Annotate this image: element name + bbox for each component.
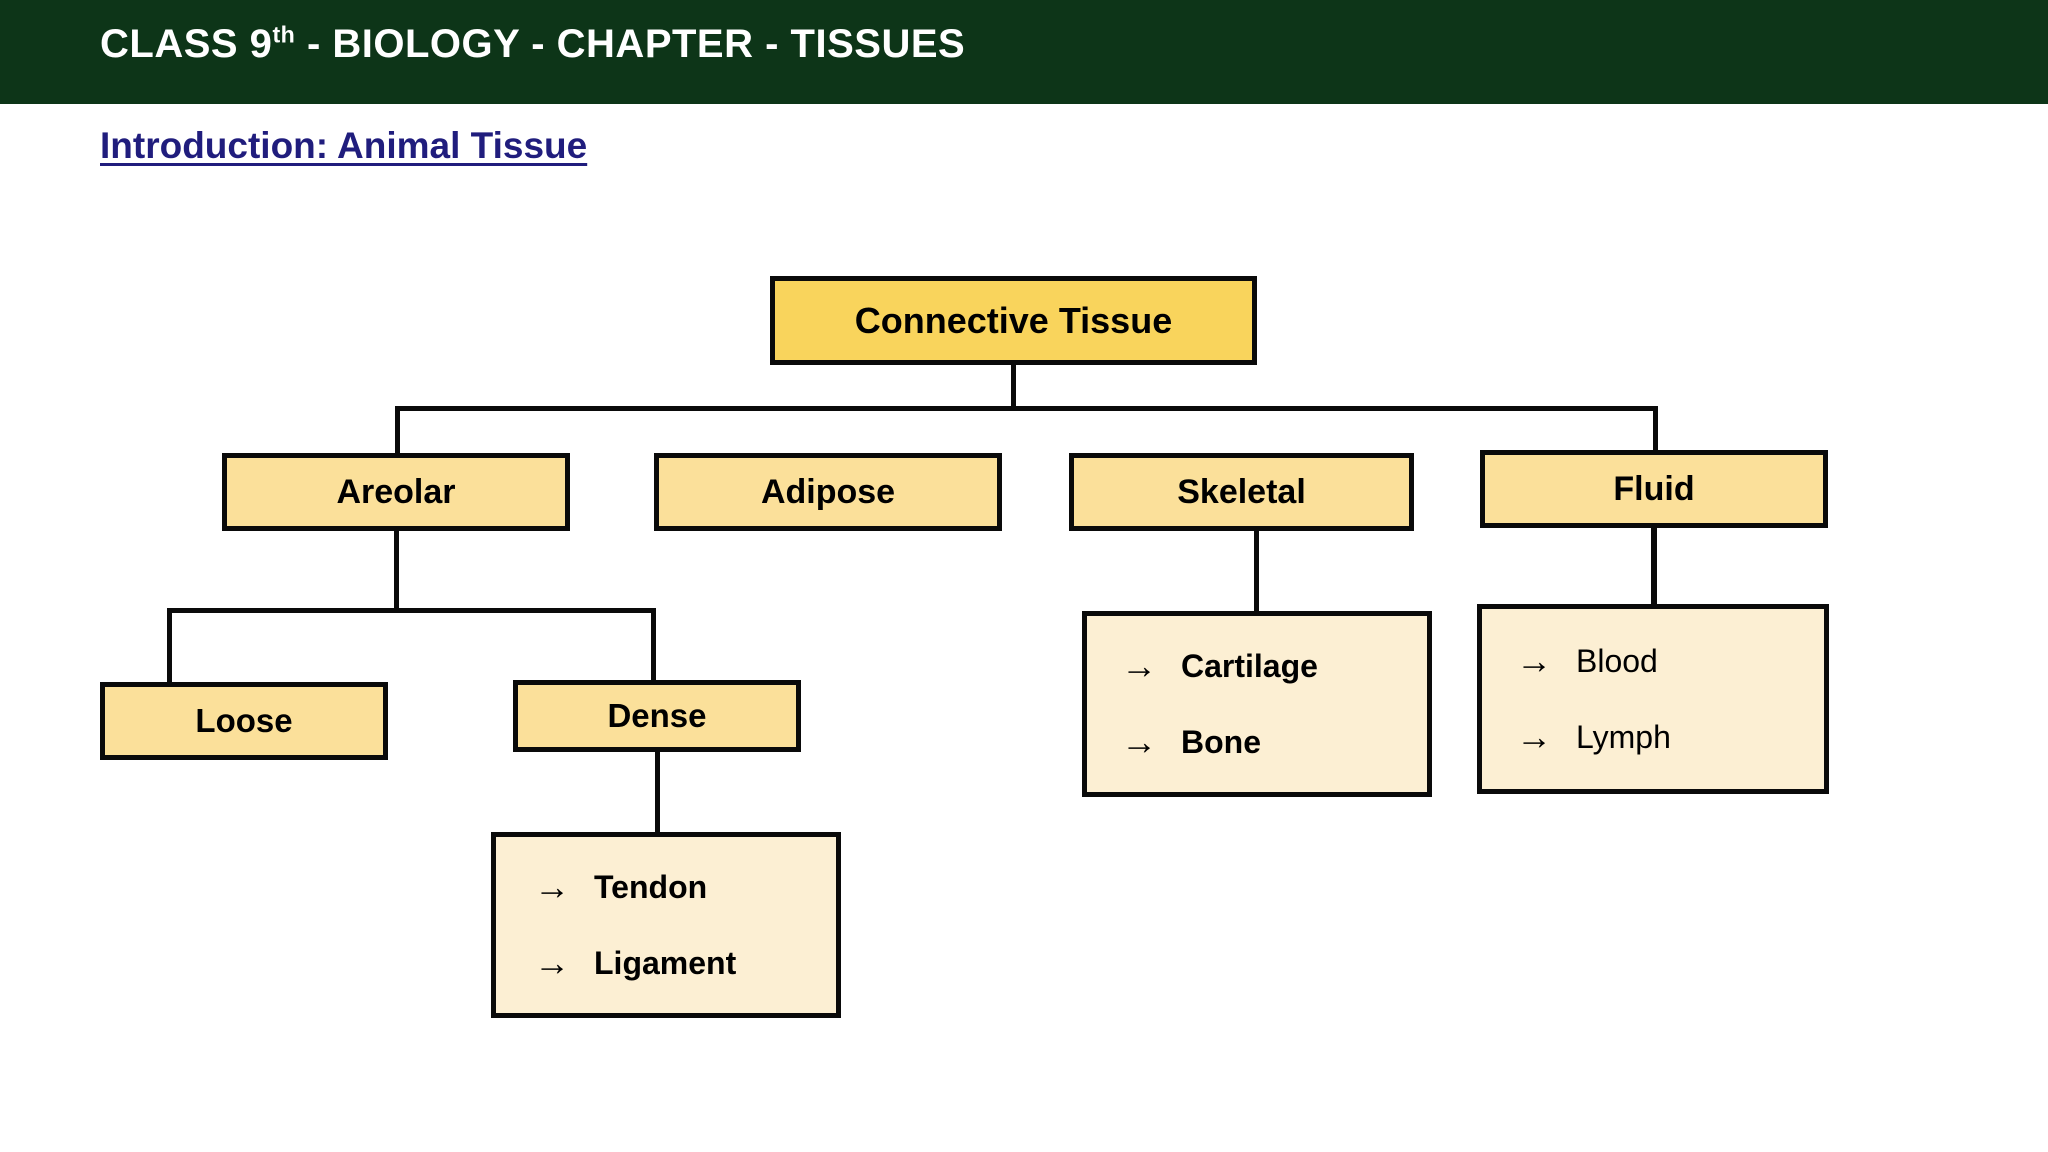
leafbox-dense-types[interactable]: → Tendon → Ligament bbox=[491, 832, 841, 1018]
node-areolar[interactable]: Areolar bbox=[222, 453, 570, 531]
section-heading: Introduction: Animal Tissue bbox=[100, 125, 588, 166]
node-label: Loose bbox=[195, 702, 293, 739]
leaf-label: Lymph bbox=[1576, 719, 1671, 755]
list-item: → Ligament bbox=[534, 945, 836, 981]
arrow-right-icon: → bbox=[1121, 721, 1157, 762]
connector-dense-to-leafbox bbox=[655, 750, 660, 835]
connector-bus-to-loose bbox=[167, 608, 172, 683]
connector-level3-bus bbox=[167, 608, 656, 613]
leaf-label: Ligament bbox=[594, 945, 737, 981]
leaf-label: Cartilage bbox=[1181, 648, 1318, 684]
arrow-right-icon: → bbox=[1121, 645, 1157, 686]
list-item: → Cartilage bbox=[1121, 648, 1427, 684]
leaf-label: Bone bbox=[1181, 724, 1261, 760]
page-title-superscript: th bbox=[272, 21, 296, 48]
node-skeletal[interactable]: Skeletal bbox=[1069, 453, 1414, 531]
node-label: Dense bbox=[607, 697, 707, 734]
arrow-right-icon: → bbox=[1516, 640, 1552, 681]
connector-areolar-stem bbox=[394, 529, 399, 611]
node-loose[interactable]: Loose bbox=[100, 682, 388, 760]
list-item: → Bone bbox=[1121, 724, 1427, 760]
connector-skeletal-to-leafbox bbox=[1254, 529, 1259, 614]
page-title-prefix: CLASS 9 bbox=[100, 22, 273, 66]
arrow-right-icon: → bbox=[534, 866, 570, 907]
node-label: Connective Tissue bbox=[854, 299, 1173, 341]
node-connective-tissue[interactable]: Connective Tissue bbox=[770, 276, 1257, 365]
arrow-right-icon: → bbox=[534, 942, 570, 983]
connector-bus-to-areolar bbox=[395, 406, 400, 456]
arrow-right-icon: → bbox=[1516, 716, 1552, 757]
page-title-suffix: - BIOLOGY - CHAPTER - TISSUES bbox=[295, 22, 966, 66]
node-label: Adipose bbox=[760, 472, 896, 511]
node-adipose[interactable]: Adipose bbox=[654, 453, 1002, 531]
connector-bus-to-dense bbox=[651, 608, 656, 680]
list-item: → Tendon bbox=[534, 869, 836, 905]
node-label: Fluid bbox=[1613, 469, 1695, 508]
leaf-label: Blood bbox=[1576, 643, 1658, 679]
node-label: Areolar bbox=[336, 472, 456, 511]
list-item: → Lymph bbox=[1516, 719, 1824, 755]
leaf-label: Tendon bbox=[594, 869, 708, 905]
node-dense[interactable]: Dense bbox=[513, 680, 801, 752]
node-label: Skeletal bbox=[1177, 472, 1306, 511]
connector-root-stem bbox=[1011, 363, 1016, 410]
connector-fluid-to-leafbox bbox=[1651, 526, 1657, 606]
leafbox-fluid-types[interactable]: → Blood → Lymph bbox=[1477, 604, 1829, 794]
page-title: CLASS 9th - BIOLOGY - CHAPTER - TISSUES bbox=[100, 22, 965, 67]
connector-level2-bus bbox=[395, 406, 1658, 411]
header-band bbox=[0, 0, 2048, 104]
connector-bus-to-fluid bbox=[1653, 406, 1658, 454]
leafbox-skeletal-types[interactable]: → Cartilage → Bone bbox=[1082, 611, 1432, 797]
node-fluid[interactable]: Fluid bbox=[1480, 450, 1828, 528]
list-item: → Blood bbox=[1516, 643, 1824, 679]
